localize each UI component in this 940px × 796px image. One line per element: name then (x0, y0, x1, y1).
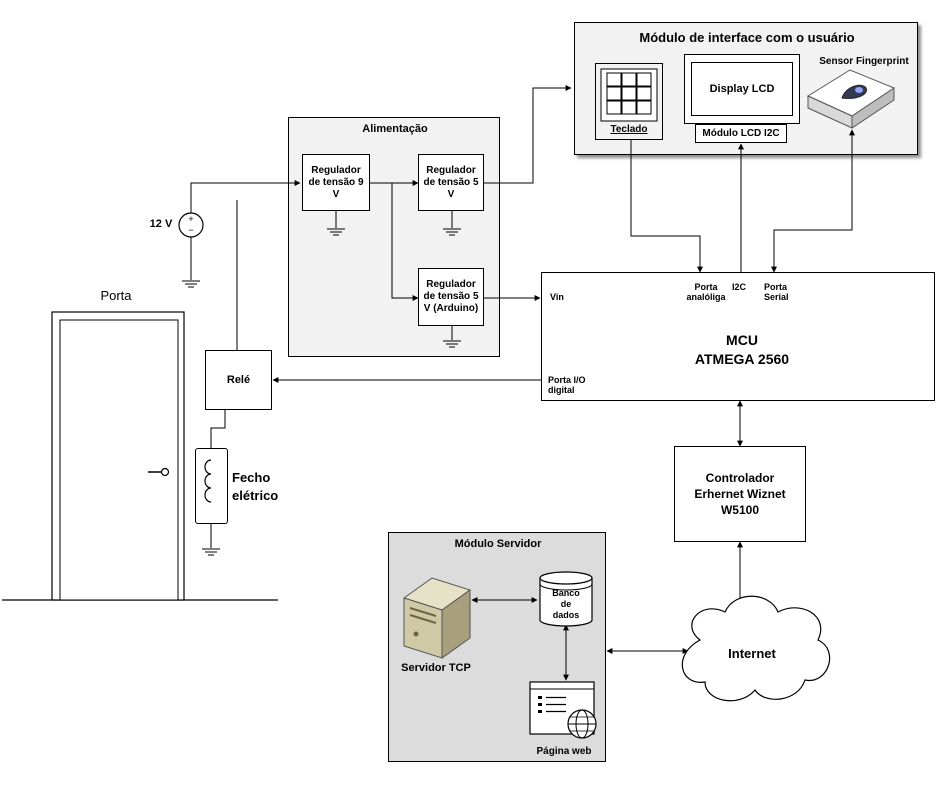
regulator-5v: Regulador de tensão 5 V (418, 154, 484, 211)
web-page-label: Página web (536, 746, 592, 757)
lcd-display: Display LCD (691, 62, 793, 116)
relay-label: Relé (226, 374, 251, 386)
svg-text:+: + (188, 214, 193, 224)
lcd-i2c-module: Módulo LCD I2C (695, 124, 787, 143)
lcd-i2c-module-label: Módulo LCD I2C (702, 128, 780, 139)
vin-pin-label: Vin (550, 292, 564, 302)
relay-block: Relé (205, 350, 272, 410)
lcd-display-frame: Display LCD (684, 54, 800, 124)
lcd-display-label: Display LCD (709, 83, 775, 95)
internet-label: Internet (728, 646, 776, 661)
electric-lock-label: Fecho elétrico (232, 470, 279, 503)
server-module: Módulo Servidor (388, 532, 606, 762)
server-module-title: Módulo Servidor (454, 538, 542, 550)
i2c-pin-label: I2C (732, 282, 747, 292)
ground-icon (182, 280, 200, 288)
ground-icon (202, 548, 220, 556)
tcp-server-label: Servidor TCP (401, 662, 471, 674)
regulator-5v-label: Regulador de tensão 5 V (423, 164, 479, 200)
power-panel-title: Alimentação (362, 123, 428, 135)
database-label: Banco de dados (552, 588, 580, 620)
regulator-9v: Regulador de tensão 9 V (302, 154, 370, 211)
dc-source-icon: + − (178, 212, 204, 238)
mcu-model: ATMEGA 2560 (694, 351, 790, 367)
electric-lock-block (195, 448, 228, 524)
fingerprint-sensor-label: Sensor Fingerprint (819, 56, 909, 67)
mcu-title: MCU (726, 332, 758, 348)
regulator-9v-label: Regulador de tensão 9 V (308, 164, 364, 200)
digital-io-label: Porta I/O digital (548, 375, 586, 395)
serial-port-label: Porta Serial (764, 282, 789, 302)
regulator-5v-arduino: Regulador de tensão 5 V (Arduino) (418, 268, 484, 326)
analog-port-label: Porta analóliga (686, 282, 726, 302)
ethernet-controller: Controlador Erhernet Wiznet W5100 (674, 446, 806, 542)
door-icon (51, 311, 185, 601)
door-title: Porta (100, 288, 132, 303)
source-voltage-label: 12 V (149, 218, 173, 230)
regulator-5v-arduino-label: Regulador de tensão 5 V (Arduino) (423, 279, 479, 314)
ethernet-controller-label: Controlador Erhernet Wiznet W5100 (694, 471, 786, 517)
keypad-frame (595, 63, 663, 140)
mcu-block: Vin Porta analóliga I2C Porta Serial Por… (541, 272, 935, 401)
keypad-label: Teclado (610, 124, 648, 135)
ui-module-title: Módulo de interface com o usuário (639, 30, 855, 45)
svg-text:−: − (188, 225, 193, 235)
